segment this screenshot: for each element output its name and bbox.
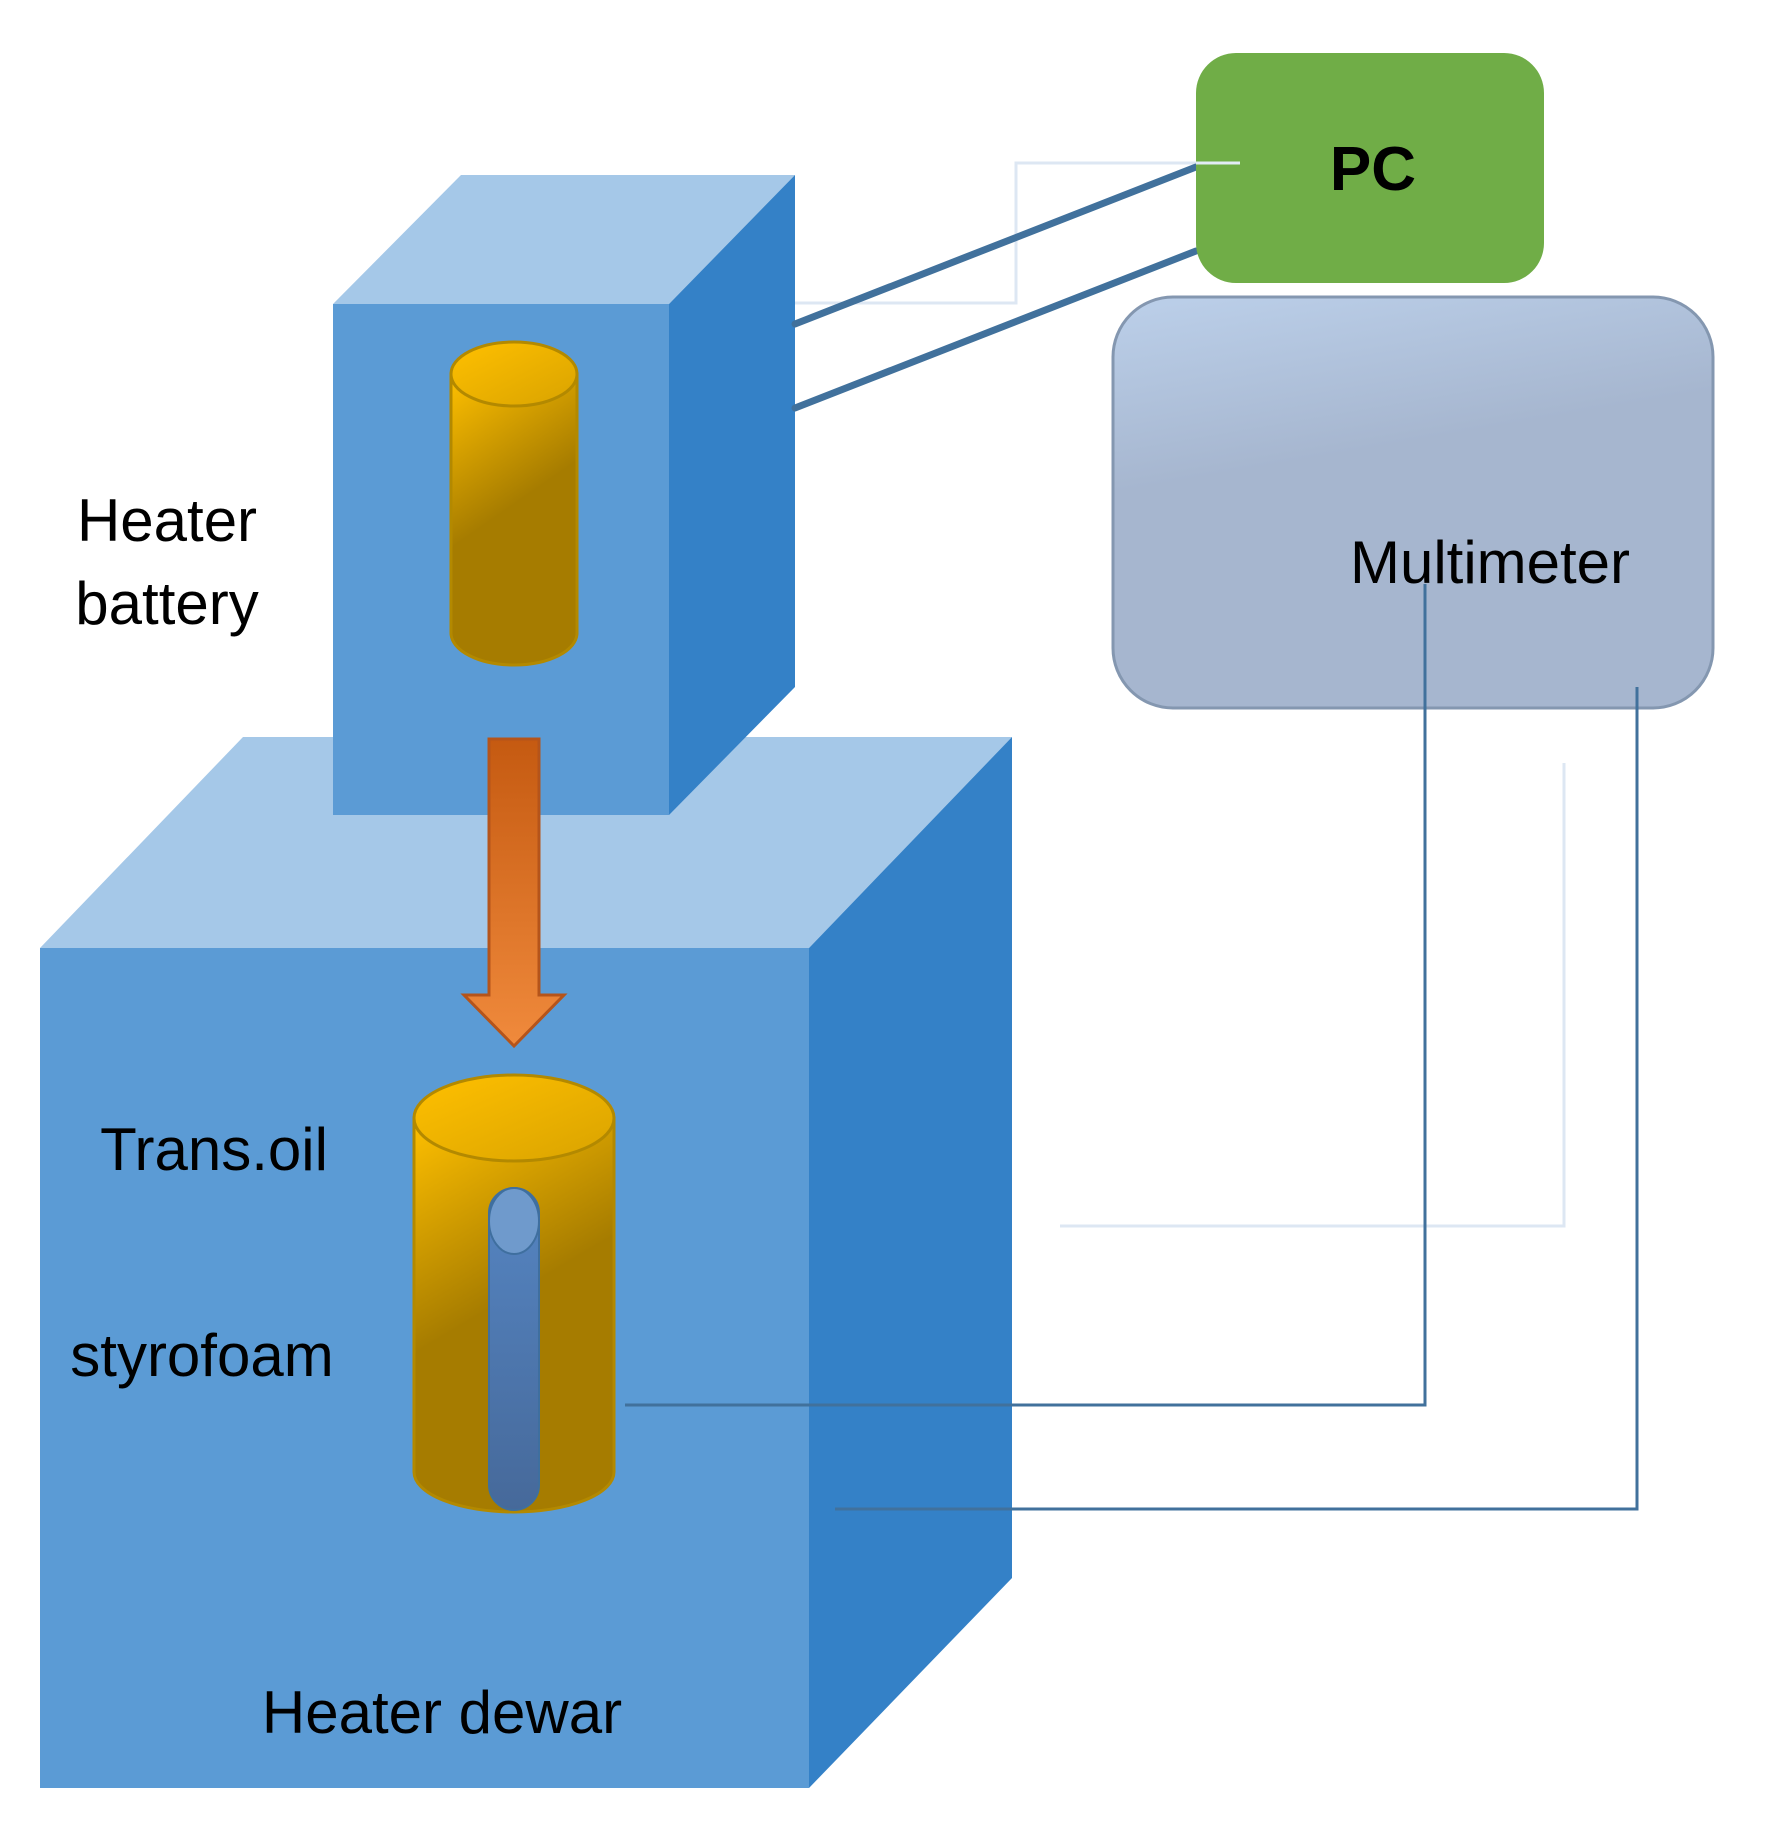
multimeter-probe-wires: [625, 584, 1639, 1511]
heater-dewar-label: Heater dewar: [262, 1679, 622, 1746]
heater-battery-label-line2: battery: [75, 570, 258, 637]
probe-wire-oil: [625, 584, 1427, 1407]
faint-connector-lines: [792, 161, 1566, 1228]
pc-label: PC: [1330, 135, 1416, 204]
trans-oil-label: Trans.oil: [100, 1116, 328, 1183]
heater-battery-top-face: [333, 175, 795, 304]
pc-box: [1196, 53, 1544, 283]
multimeter-box: [1111, 295, 1715, 710]
battery-to-pc-wires: [791, 163, 1200, 412]
styrofoam-tube: [488, 1187, 540, 1511]
heater-battery-side-face: [669, 175, 795, 815]
heat-transfer-arrow: [460, 737, 568, 1049]
probe-wire-dewar: [835, 687, 1639, 1511]
heater-battery-label-line1: Heater: [77, 487, 257, 554]
battery-cylinder: [449, 340, 579, 667]
multimeter-label: Multimeter: [1350, 529, 1630, 596]
styrofoam-label: styrofoam: [70, 1322, 333, 1389]
heater-dewar-side-face: [809, 737, 1012, 1788]
